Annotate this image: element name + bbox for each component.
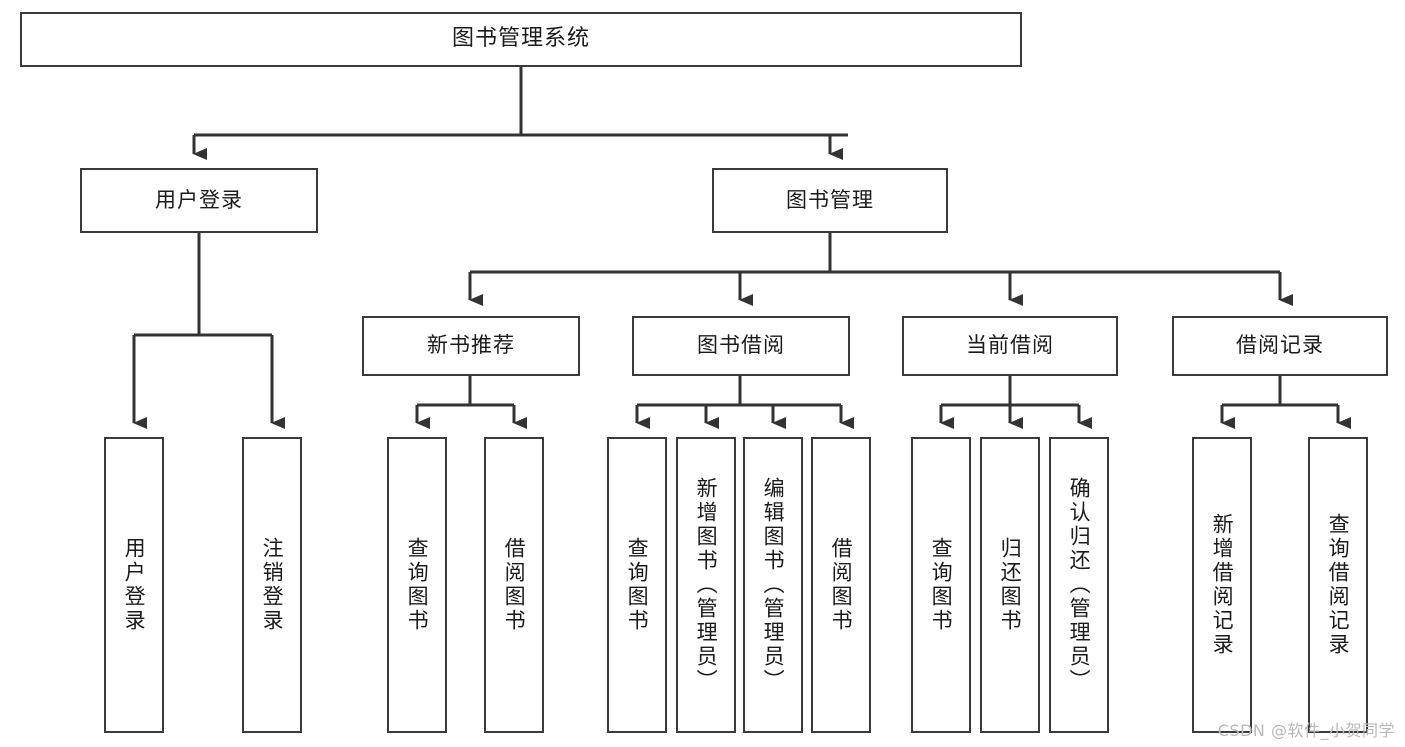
node-leaf-add-record[interactable]: 新增借阅记录 xyxy=(1192,437,1252,733)
node-leaf-query-book-2[interactable]: 查询图书 xyxy=(607,437,667,733)
node-label: 查询图书 xyxy=(625,537,650,633)
node-label: 用户登录 xyxy=(122,537,147,633)
node-leaf-query-book-1[interactable]: 查询图书 xyxy=(387,437,447,733)
node-label: 确认归还（管理员） xyxy=(1067,477,1092,693)
node-label: 借阅记录 xyxy=(1236,333,1324,358)
node-borrow-record[interactable]: 借阅记录 xyxy=(1172,316,1388,376)
node-label: 注销登录 xyxy=(260,537,285,633)
node-leaf-borrow-book-2[interactable]: 借阅图书 xyxy=(811,437,871,733)
node-label: 图书管理 xyxy=(786,187,874,212)
node-label: 图书管理系统 xyxy=(451,26,590,52)
node-leaf-edit-book[interactable]: 编辑图书（管理员） xyxy=(743,437,803,733)
node-label: 查询图书 xyxy=(405,537,430,633)
node-current-borrow[interactable]: 当前借阅 xyxy=(902,316,1118,376)
node-label: 图书借阅 xyxy=(697,333,785,358)
node-leaf-query-record[interactable]: 查询借阅记录 xyxy=(1308,437,1368,733)
node-label: 当前借阅 xyxy=(966,333,1054,358)
node-root-system[interactable]: 图书管理系统 xyxy=(20,12,1022,67)
node-book-borrow[interactable]: 图书借阅 xyxy=(632,316,850,376)
node-label: 新增图书（管理员） xyxy=(694,477,719,693)
node-label: 新增借阅记录 xyxy=(1210,513,1235,657)
node-new-book-recommend[interactable]: 新书推荐 xyxy=(362,316,580,376)
node-leaf-user-login[interactable]: 用户登录 xyxy=(104,437,164,733)
node-label: 查询图书 xyxy=(929,537,954,633)
csdn-watermark: CSDN @软件_小贺同学 xyxy=(1217,721,1395,740)
node-label: 编辑图书（管理员） xyxy=(761,477,786,693)
node-leaf-return-book[interactable]: 归还图书 xyxy=(980,437,1040,733)
node-label: 归还图书 xyxy=(998,537,1023,633)
node-user-login[interactable]: 用户登录 xyxy=(80,168,318,233)
node-leaf-confirm-return[interactable]: 确认归还（管理员） xyxy=(1049,437,1109,733)
node-label: 借阅图书 xyxy=(829,537,854,633)
node-leaf-borrow-book-1[interactable]: 借阅图书 xyxy=(484,437,544,733)
node-leaf-query-book-3[interactable]: 查询图书 xyxy=(911,437,971,733)
node-label: 查询借阅记录 xyxy=(1326,513,1351,657)
node-book-management[interactable]: 图书管理 xyxy=(712,168,948,233)
node-leaf-add-book[interactable]: 新增图书（管理员） xyxy=(676,437,736,733)
node-label: 借阅图书 xyxy=(502,537,527,633)
node-label: 用户登录 xyxy=(155,187,243,212)
node-leaf-logout[interactable]: 注销登录 xyxy=(242,437,302,733)
node-label: 新书推荐 xyxy=(427,333,515,358)
